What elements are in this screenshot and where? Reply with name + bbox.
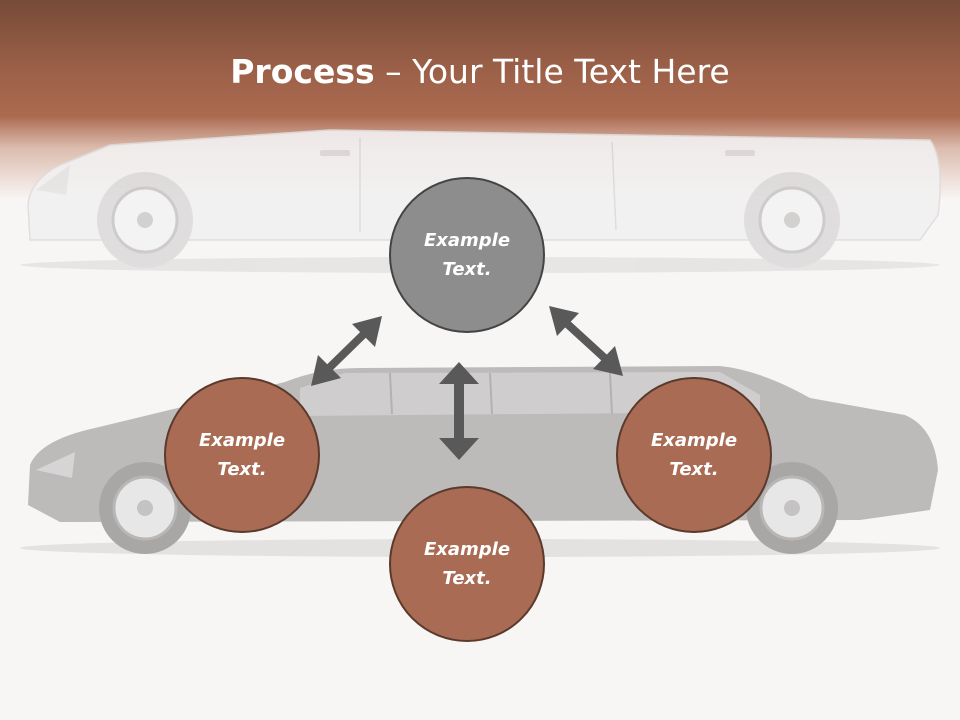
title-bold: Process (230, 52, 375, 91)
arrow-vertical (439, 362, 479, 460)
process-node-right: Example Text. (616, 377, 772, 533)
process-node-bottom: Example Text. (389, 486, 545, 642)
process-node-left: Example Text. (164, 377, 320, 533)
slide-title: Process – Your Title Text Here (0, 52, 960, 91)
connector-arrows (311, 306, 623, 460)
arrow-top-left (311, 316, 382, 386)
node-text: Example Text. (650, 430, 738, 480)
node-text: Example Text. (198, 430, 286, 480)
process-node-top: Example Text. (389, 177, 545, 333)
node-text: Example Text. (423, 539, 511, 589)
title-rest: – Your Title Text Here (374, 52, 730, 91)
node-text: Example Text. (423, 230, 511, 280)
arrow-top-right (549, 306, 623, 376)
